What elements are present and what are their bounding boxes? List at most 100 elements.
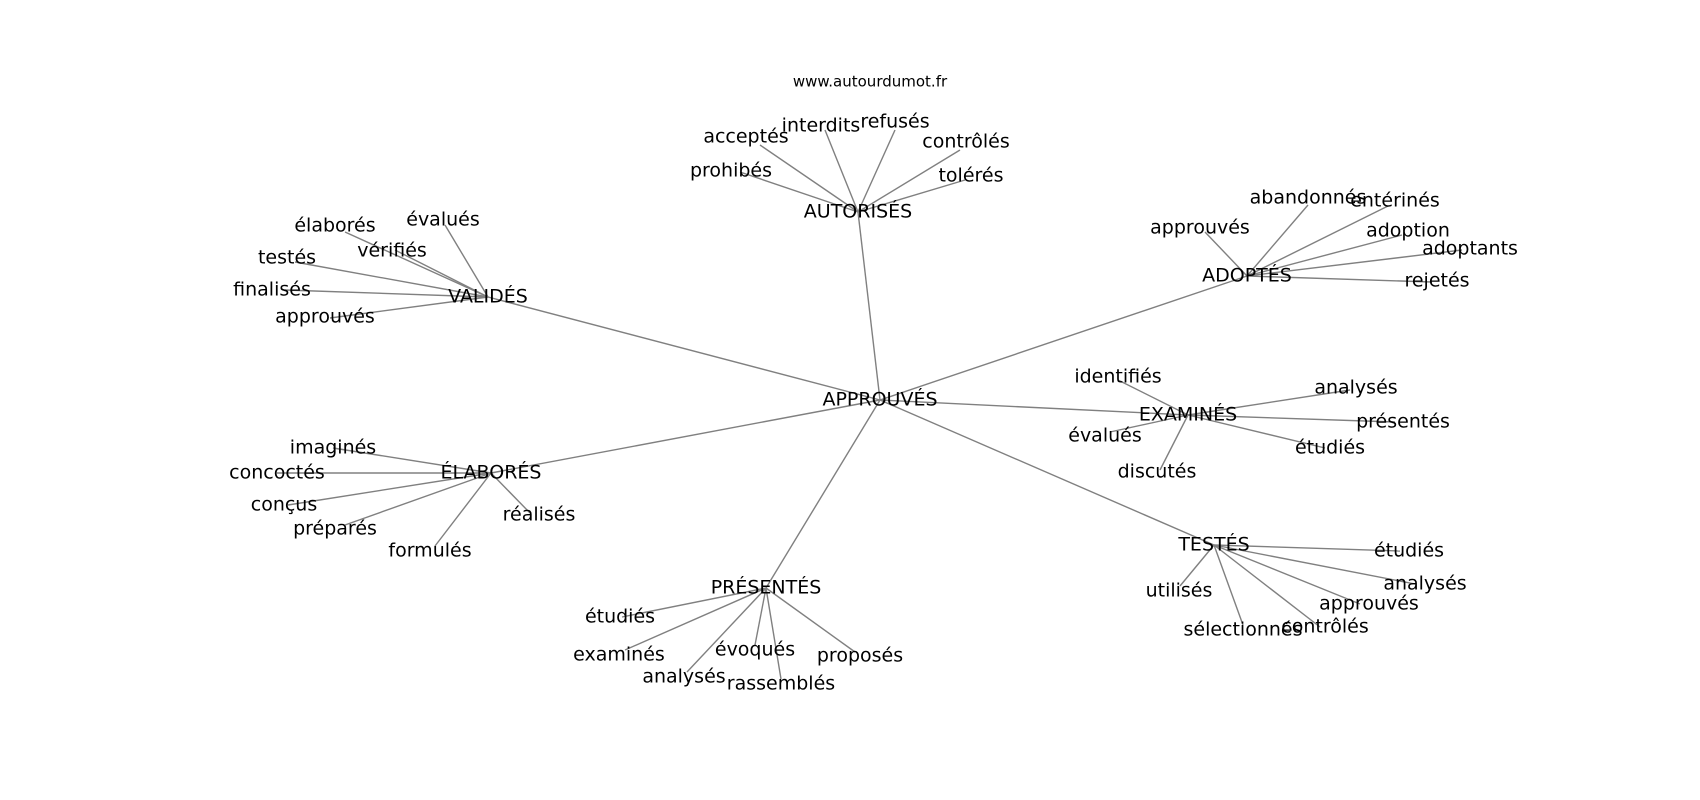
hub-node-autorises[interactable]: AUTORISÉS [804, 200, 912, 223]
edge-elabores-leaf-2 [287, 472, 492, 506]
edge-testes-leaf-2 [1179, 544, 1215, 587]
leaf-node-testes-0[interactable]: étudiés [1374, 540, 1444, 562]
edge-elabores-leaf-5 [434, 472, 492, 547]
leaf-node-presentes-3[interactable]: proposés [817, 645, 903, 667]
edge-presentes-leaf-1 [624, 587, 767, 651]
center-node[interactable]: APPROUVÉS [822, 388, 937, 411]
edge-testes-leaf-4 [1213, 544, 1321, 628]
leaf-node-adoptes-3[interactable]: adoption [1366, 220, 1450, 242]
edges-layer [277, 129, 1463, 680]
leaf-node-presentes-5[interactable]: rassemblés [727, 673, 835, 695]
leaf-node-examines-0[interactable]: identifiés [1074, 366, 1161, 388]
edge-center-elabores [490, 399, 881, 474]
leaf-node-elabores-2[interactable]: conçus [251, 494, 318, 516]
leaf-node-testes-1[interactable]: analysés [1383, 573, 1466, 595]
leaf-node-valides-2[interactable]: vérifiés [357, 240, 427, 262]
edge-center-autorises [857, 211, 881, 401]
edge-testes-leaf-3 [1213, 544, 1361, 605]
leaf-node-valides-0[interactable]: élaborés [294, 215, 375, 237]
leaf-node-elabores-0[interactable]: imaginés [290, 437, 376, 459]
edge-presentes-leaf-0 [621, 587, 767, 618]
edge-autorises-leaf-1 [824, 129, 859, 213]
edge-autorises-leaf-2 [857, 129, 896, 213]
edge-examines-leaf-3 [1109, 414, 1189, 433]
edge-examines-leaf-1 [1187, 389, 1351, 416]
leaf-node-autorises-2[interactable]: refusés [860, 111, 929, 133]
edge-adoptes-leaf-1 [1246, 205, 1389, 277]
leaf-node-testes-5[interactable]: sélectionnés [1183, 619, 1302, 641]
leaf-node-adoptes-4[interactable]: adoptants [1422, 238, 1518, 260]
leaf-node-examines-3[interactable]: évalués [1068, 425, 1142, 447]
edge-adoptes-leaf-4 [1246, 249, 1463, 277]
leaf-node-testes-4[interactable]: contrôlés [1281, 616, 1368, 638]
edge-center-presentes [765, 399, 881, 589]
edge-testes-leaf-1 [1213, 544, 1416, 585]
edge-examines-leaf-2 [1187, 414, 1396, 423]
edge-testes-leaf-5 [1213, 544, 1244, 626]
hub-node-examines[interactable]: EXAMINÉS [1139, 403, 1237, 426]
leaf-node-autorises-1[interactable]: interdits [782, 115, 861, 137]
leaf-node-valides-3[interactable]: testés [258, 247, 316, 269]
leaf-node-presentes-4[interactable]: analysés [642, 666, 725, 688]
leaf-node-autorises-3[interactable]: contrôlés [922, 131, 1009, 153]
leaf-node-autorises-0[interactable]: acceptés [703, 126, 788, 148]
edge-valides-leaf-2 [394, 249, 489, 298]
hub-node-presentes[interactable]: PRÉSENTÉS [711, 576, 822, 599]
edge-testes-leaf-0 [1213, 544, 1401, 552]
edge-valides-leaf-5 [329, 296, 489, 319]
leaf-node-adoptes-0[interactable]: abandonnés [1250, 187, 1367, 209]
edge-presentes-leaf-4 [686, 587, 767, 673]
edge-center-valides [487, 296, 881, 401]
edge-center-testes [879, 399, 1215, 546]
leaf-node-examines-1[interactable]: analysés [1314, 377, 1397, 399]
hub-node-valides[interactable]: VALIDÉS [448, 285, 528, 308]
edge-adoptes-leaf-0 [1246, 204, 1309, 277]
leaf-node-examines-2[interactable]: présentés [1356, 411, 1450, 433]
leaf-node-testes-2[interactable]: utilisés [1146, 580, 1213, 602]
leaf-node-adoptes-5[interactable]: rejetés [1404, 270, 1469, 292]
edge-center-adoptes [879, 275, 1248, 401]
leaf-node-presentes-1[interactable]: examinés [573, 644, 665, 666]
leaf-node-adoptes-2[interactable]: approuvés [1150, 217, 1250, 239]
leaf-node-elabores-5[interactable]: formulés [388, 540, 471, 562]
hub-node-elabores[interactable]: ÉLABORÉS [441, 461, 542, 484]
edge-autorises-leaf-3 [857, 149, 961, 213]
hub-node-adoptes[interactable]: ADOPTÉS [1202, 264, 1292, 287]
leaf-node-valides-5[interactable]: approuvés [275, 306, 375, 328]
edge-presentes-leaf-2 [754, 587, 767, 646]
edge-examines-leaf-5 [1159, 414, 1189, 471]
leaf-node-presentes-0[interactable]: étudiés [585, 606, 655, 628]
leaf-node-adoptes-1[interactable]: entérinés [1350, 190, 1440, 212]
edge-valides-leaf-1 [444, 224, 489, 298]
edge-adoptes-leaf-2 [1204, 231, 1248, 277]
edge-adoptes-leaf-3 [1246, 234, 1403, 277]
edge-autorises-leaf-5 [857, 179, 966, 213]
leaf-node-examines-4[interactable]: étudiés [1295, 437, 1365, 459]
edge-elabores-leaf-4 [490, 472, 531, 514]
leaf-node-elabores-1[interactable]: concoctés [229, 462, 325, 484]
edge-presentes-leaf-3 [765, 587, 856, 653]
leaf-node-autorises-5[interactable]: tolérés [938, 165, 1003, 187]
edge-autorises-leaf-0 [759, 144, 859, 213]
edge-examines-leaf-0 [1117, 379, 1189, 416]
leaf-node-autorises-4[interactable]: prohibés [690, 160, 772, 182]
edge-autorises-leaf-4 [739, 171, 859, 213]
edge-adoptes-leaf-5 [1246, 275, 1433, 283]
edge-elabores-leaf-0 [332, 447, 492, 474]
source-watermark[interactable]: www.autourdumot.fr [793, 73, 948, 91]
leaf-node-elabores-3[interactable]: préparés [293, 518, 377, 540]
edge-elabores-leaf-3 [344, 472, 492, 526]
edge-valides-leaf-0 [344, 231, 489, 298]
hub-node-testes[interactable]: TESTÉS [1177, 533, 1249, 556]
leaf-node-elabores-4[interactable]: réalisés [503, 504, 576, 526]
leaf-node-testes-3[interactable]: approuvés [1319, 593, 1419, 615]
leaf-node-valides-1[interactable]: évalués [406, 209, 480, 231]
leaf-node-valides-4[interactable]: finalisés [233, 279, 311, 301]
edge-valides-leaf-4 [284, 289, 489, 298]
edge-valides-leaf-3 [294, 261, 489, 298]
edge-examines-leaf-4 [1187, 414, 1326, 449]
leaf-node-examines-5[interactable]: discutés [1118, 461, 1197, 483]
leaf-node-presentes-2[interactable]: évoqués [715, 639, 795, 661]
